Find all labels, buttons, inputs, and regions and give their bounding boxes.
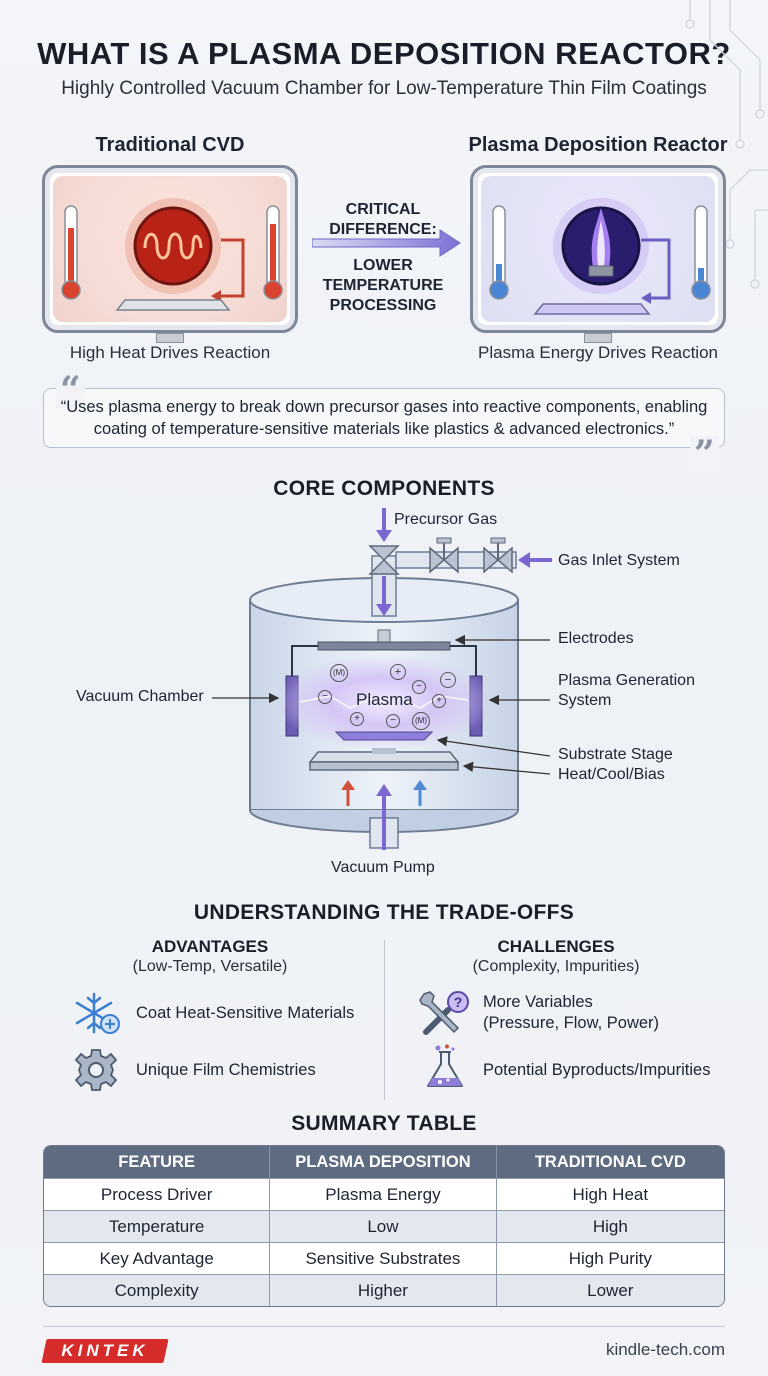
substrate-stage-label: Substrate Stage Heat/Cool/Bias xyxy=(558,746,673,783)
table-header-cell: PLASMA DEPOSITION xyxy=(270,1146,497,1178)
electrodes-label: Electrodes xyxy=(558,630,634,647)
page-title: WHAT IS A PLASMA DEPOSITION REACTOR? xyxy=(37,36,731,71)
close-quote-icon: ” xyxy=(690,436,719,472)
plasma-reactor-panel xyxy=(470,165,726,333)
difference-text-bottom: LOWER TEMPERATURE PROCESSING xyxy=(322,257,444,314)
challenges-heading: CHALLENGES xyxy=(497,937,615,956)
vacuum-chamber-label: Vacuum Chamber xyxy=(76,688,204,705)
electron-particle: − xyxy=(440,672,456,688)
challenges-subheading: (Complexity, Impurities) xyxy=(472,958,640,975)
tradeoffs-title: UNDERSTANDING THE TRADE-OFFS xyxy=(193,901,575,924)
ion-particle: + xyxy=(390,664,406,680)
circuit-decoration-icon xyxy=(685,0,768,289)
table-row: Process Driver Plasma Energy High Heat xyxy=(44,1178,724,1210)
table-cell: Process Driver xyxy=(44,1178,271,1210)
plasma-generation-label: Plasma Generation System xyxy=(558,672,695,709)
gear-icon xyxy=(74,1049,118,1091)
table-cell: High Heat xyxy=(496,1178,724,1210)
electron-particle: − xyxy=(386,714,400,728)
page-subtitle: Highly Controlled Vacuum Chamber for Low… xyxy=(61,78,707,99)
table-cell: Lower xyxy=(496,1274,724,1306)
heater-coil-icon xyxy=(61,198,283,311)
flask-icon xyxy=(427,1044,463,1087)
monitor-stand xyxy=(584,333,612,343)
table-cell: Complexity xyxy=(44,1274,271,1306)
gas-inlet-label: Gas Inlet System xyxy=(558,552,680,569)
summary-title: SUMMARY TABLE xyxy=(291,1112,477,1135)
open-quote-icon: “ xyxy=(56,372,85,408)
challenge-item: More Variables (Pressure, Flow, Power) xyxy=(483,993,660,1032)
advantages-subheading: (Low-Temp, Versatile) xyxy=(132,958,288,975)
plasma-reactor-caption: Plasma Energy Drives Reaction xyxy=(478,343,718,362)
precursor-gas-label: Precursor Gas xyxy=(394,511,498,528)
footer-divider xyxy=(43,1326,725,1327)
summary-table: FEATURE PLASMA DEPOSITION TRADITIONAL CV… xyxy=(43,1145,725,1307)
ion-particle: + xyxy=(350,712,364,726)
advantages-heading: ADVANTAGES xyxy=(151,937,269,956)
table-row: Complexity Higher Lower xyxy=(44,1274,724,1306)
svg-text:?: ? xyxy=(454,994,463,1010)
kintek-logo-text: KINTEK xyxy=(61,1341,149,1360)
ion-particle: (M) xyxy=(330,664,348,682)
table-cell: Plasma Energy xyxy=(270,1178,497,1210)
table-header-cell: TRADITIONAL CVD xyxy=(496,1146,724,1178)
site-link[interactable]: kindle-tech.com xyxy=(605,1340,725,1359)
traditional-cvd-title: Traditional CVD xyxy=(95,134,245,156)
table-header-cell: FEATURE xyxy=(44,1146,271,1178)
table-cell: Temperature xyxy=(44,1210,271,1242)
monitor-stand xyxy=(156,333,184,343)
quote-text: “Uses plasma energy to break down precur… xyxy=(60,398,708,438)
plasma-reactor-title: Plasma Deposition Reactor xyxy=(468,134,728,156)
challenge-item: Potential Byproducts/Impurities xyxy=(483,1061,711,1079)
table-cell: Higher xyxy=(270,1274,497,1306)
table-cell: High Purity xyxy=(496,1242,724,1274)
reactor-diagram xyxy=(212,508,552,850)
core-components-title: CORE COMPONENTS xyxy=(273,477,495,500)
plasma-label: Plasma xyxy=(356,690,413,709)
snowflake-icon xyxy=(75,992,120,1034)
table-row: Temperature Low High xyxy=(44,1210,724,1242)
advantage-item: Coat Heat-Sensitive Materials xyxy=(136,1004,355,1022)
divider xyxy=(384,940,385,1100)
table-header-row: FEATURE PLASMA DEPOSITION TRADITIONAL CV… xyxy=(44,1146,724,1178)
difference-arrow-icon xyxy=(312,229,461,257)
ion-particle: (M) xyxy=(412,712,430,730)
plasma-glow-icon xyxy=(489,198,711,315)
advantage-item: Unique Film Chemistries xyxy=(136,1061,316,1079)
difference-text-top: CRITICAL DIFFERENCE: xyxy=(329,201,437,238)
traditional-cvd-caption: High Heat Drives Reaction xyxy=(69,343,271,362)
table-cell: Low xyxy=(270,1210,497,1242)
electron-particle: − xyxy=(318,690,332,704)
wrench-question-icon: ? xyxy=(419,991,469,1035)
ion-particle: + xyxy=(432,694,446,708)
table-cell: High xyxy=(496,1210,724,1242)
table-cell: Key Advantage xyxy=(44,1242,271,1274)
table-row: Key Advantage Sensitive Substrates High … xyxy=(44,1242,724,1274)
vacuum-pump-label: Vacuum Pump xyxy=(331,859,435,876)
quote-box xyxy=(43,388,725,448)
electron-particle: − xyxy=(412,680,426,694)
table-cell: Sensitive Substrates xyxy=(270,1242,497,1274)
traditional-cvd-panel xyxy=(42,165,298,333)
